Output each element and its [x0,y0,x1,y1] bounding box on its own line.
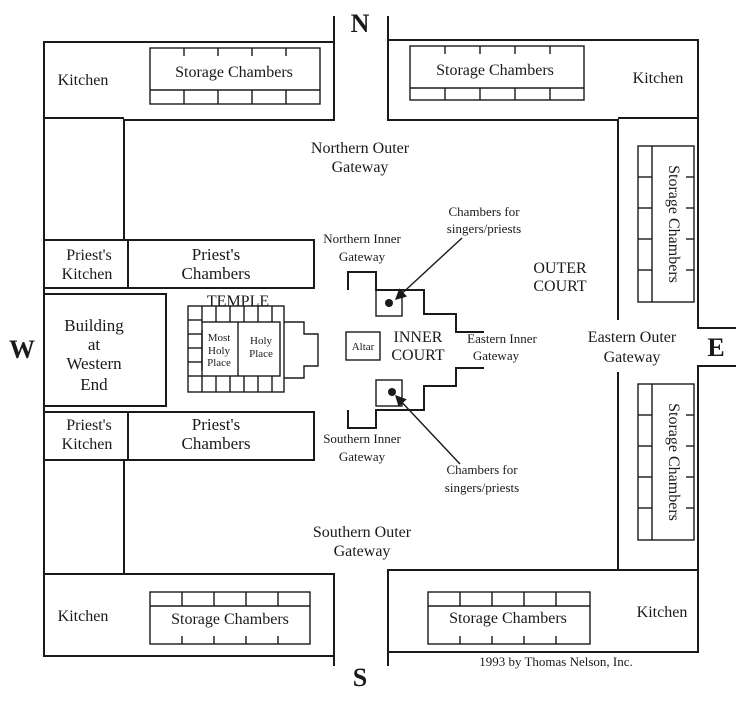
western-building-line3: Western [66,354,122,373]
arrow-chambers-south [395,394,461,465]
storage-block-south-east [427,591,591,645]
priests-chambers-north-line2: Chambers [182,264,251,283]
northern-inner-gateway-line1: Northern Inner [323,231,401,246]
outer-wall-northwest [43,16,335,240]
northern-outer-gateway-line1: Northern Outer [311,140,410,157]
outer-court-line1: OUTER [533,260,587,277]
priests-chambers-north-line1: Priest's [192,245,240,264]
storage-east-upper-label: Storage Chambers [665,165,682,283]
inner-court-line1: INNER [394,329,443,346]
western-building [43,288,167,412]
western-building-line2: at [88,335,101,354]
altar-label: Altar [352,341,375,353]
inner-court-line2: COURT [391,347,444,364]
southern-inner-gateway-line2: Gateway [339,449,386,464]
arrow-chambers-north [394,237,463,300]
chambers-north-line2: singers/priests [447,221,521,236]
temple-label: TEMPLE [207,293,269,310]
outer-wall-northeast [387,16,736,329]
most-holy-place-line1: Most [208,332,231,344]
altar [345,331,381,361]
storage-block-south-west [149,591,311,645]
northern-inner-gateway-line2: Gateway [339,249,386,264]
storage-block-north-east [409,45,585,101]
most-holy-place-line3: Place [207,357,231,369]
copyright-text: 1993 by Thomas Nelson, Inc. [479,654,633,669]
storage-block-north-west [149,47,321,105]
western-building-line1: Building [64,316,124,335]
storage-north-west-label: Storage Chambers [175,64,293,81]
storage-north-east-label: Storage Chambers [436,62,554,79]
chambers-north-line1: Chambers for [448,204,520,219]
kitchen-sw-label: Kitchen [58,608,109,625]
eastern-outer-gateway-line1: Eastern Outer [588,329,677,346]
kitchen-nw-label: Kitchen [58,72,109,89]
compass-north: N [351,9,370,38]
northern-outer-gateway-line2: Gateway [332,159,389,176]
storage-east-lower-label: Storage Chambers [665,403,682,521]
holy-place-line2: Place [249,348,273,360]
priests-kitchen-north-line1: Priest's [66,247,112,264]
compass-south: S [353,663,367,692]
priests-chambers-south-line1: Priest's [192,415,240,434]
storage-south-east-label: Storage Chambers [449,610,567,627]
eastern-inner-gateway-line1: Eastern Inner [467,331,537,346]
priests-kitchen-north-line2: Kitchen [62,266,113,283]
storage-block-east-upper [637,145,695,303]
most-holy-place-line2: Holy [208,345,231,357]
kitchen-ne-label: Kitchen [633,70,684,87]
chambers-south-line1: Chambers for [446,462,518,477]
inner-court-walls [347,271,484,429]
western-building-line4: End [80,375,108,394]
priests-building-south [43,411,315,461]
eastern-outer-gateway-line2: Gateway [604,349,661,366]
holy-place-line1: Holy [250,335,273,347]
southern-outer-gateway-line2: Gateway [334,543,391,560]
temple-structure [187,305,319,393]
compass-east: E [707,333,724,362]
eastern-inner-gateway-line2: Gateway [473,348,520,363]
outer-wall-southwest [43,460,335,666]
outer-wall-southeast [387,365,736,666]
storage-south-west-label: Storage Chambers [171,611,289,628]
priests-kitchen-south-line2: Kitchen [62,436,113,453]
chambers-south-line2: singers/priests [445,480,519,495]
compass-west: W [9,335,35,364]
priests-kitchen-south-line1: Priest's [66,417,112,434]
priests-building-north [43,239,315,289]
southern-outer-gateway-line1: Southern Outer [313,524,412,541]
outer-court-line2: COURT [533,278,586,295]
southern-inner-gateway-line1: Southern Inner [323,431,401,446]
kitchen-se-label: Kitchen [637,604,688,621]
storage-block-east-lower [637,383,695,541]
priests-chambers-south-line2: Chambers [182,434,251,453]
